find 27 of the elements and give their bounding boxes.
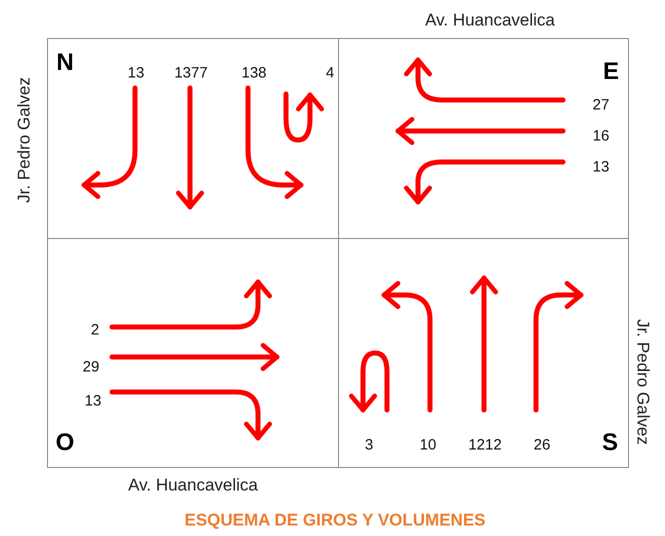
traffic-count: 4 bbox=[326, 66, 334, 80]
compass-letter: S bbox=[602, 431, 618, 455]
street-name: Jr. Pedro Galvez bbox=[16, 77, 32, 203]
traffic-count: 13 bbox=[592, 160, 610, 174]
street-name: Av. Huancavelica bbox=[128, 476, 258, 494]
traffic-count: 13 bbox=[84, 394, 102, 408]
diagram-caption: ESQUEMA DE GIROS Y VOLUMENES bbox=[184, 512, 486, 528]
compass-letter: N bbox=[56, 51, 74, 75]
traffic-count: 1377 bbox=[174, 66, 208, 80]
compass-letter: E bbox=[603, 60, 619, 84]
quadrant-panel bbox=[338, 238, 629, 468]
traffic-count: 27 bbox=[592, 98, 610, 112]
traffic-count: 26 bbox=[534, 438, 550, 452]
traffic-count: 138 bbox=[241, 66, 267, 80]
traffic-count: 10 bbox=[420, 438, 436, 452]
traffic-count: 2 bbox=[90, 322, 100, 338]
traffic-count: 29 bbox=[82, 360, 100, 374]
traffic-count: 16 bbox=[592, 128, 610, 144]
quadrant-panel bbox=[338, 38, 629, 239]
street-name: Jr. Pedro Galvez bbox=[634, 319, 652, 445]
traffic-count: 13 bbox=[128, 66, 144, 80]
traffic-count: 1212 bbox=[468, 438, 502, 452]
traffic-count: 3 bbox=[364, 438, 374, 452]
quadrant-panel bbox=[47, 38, 339, 239]
quadrant-panel bbox=[47, 238, 339, 468]
compass-letter: O bbox=[56, 431, 74, 455]
street-name: Av. Huancavelica bbox=[425, 12, 555, 28]
